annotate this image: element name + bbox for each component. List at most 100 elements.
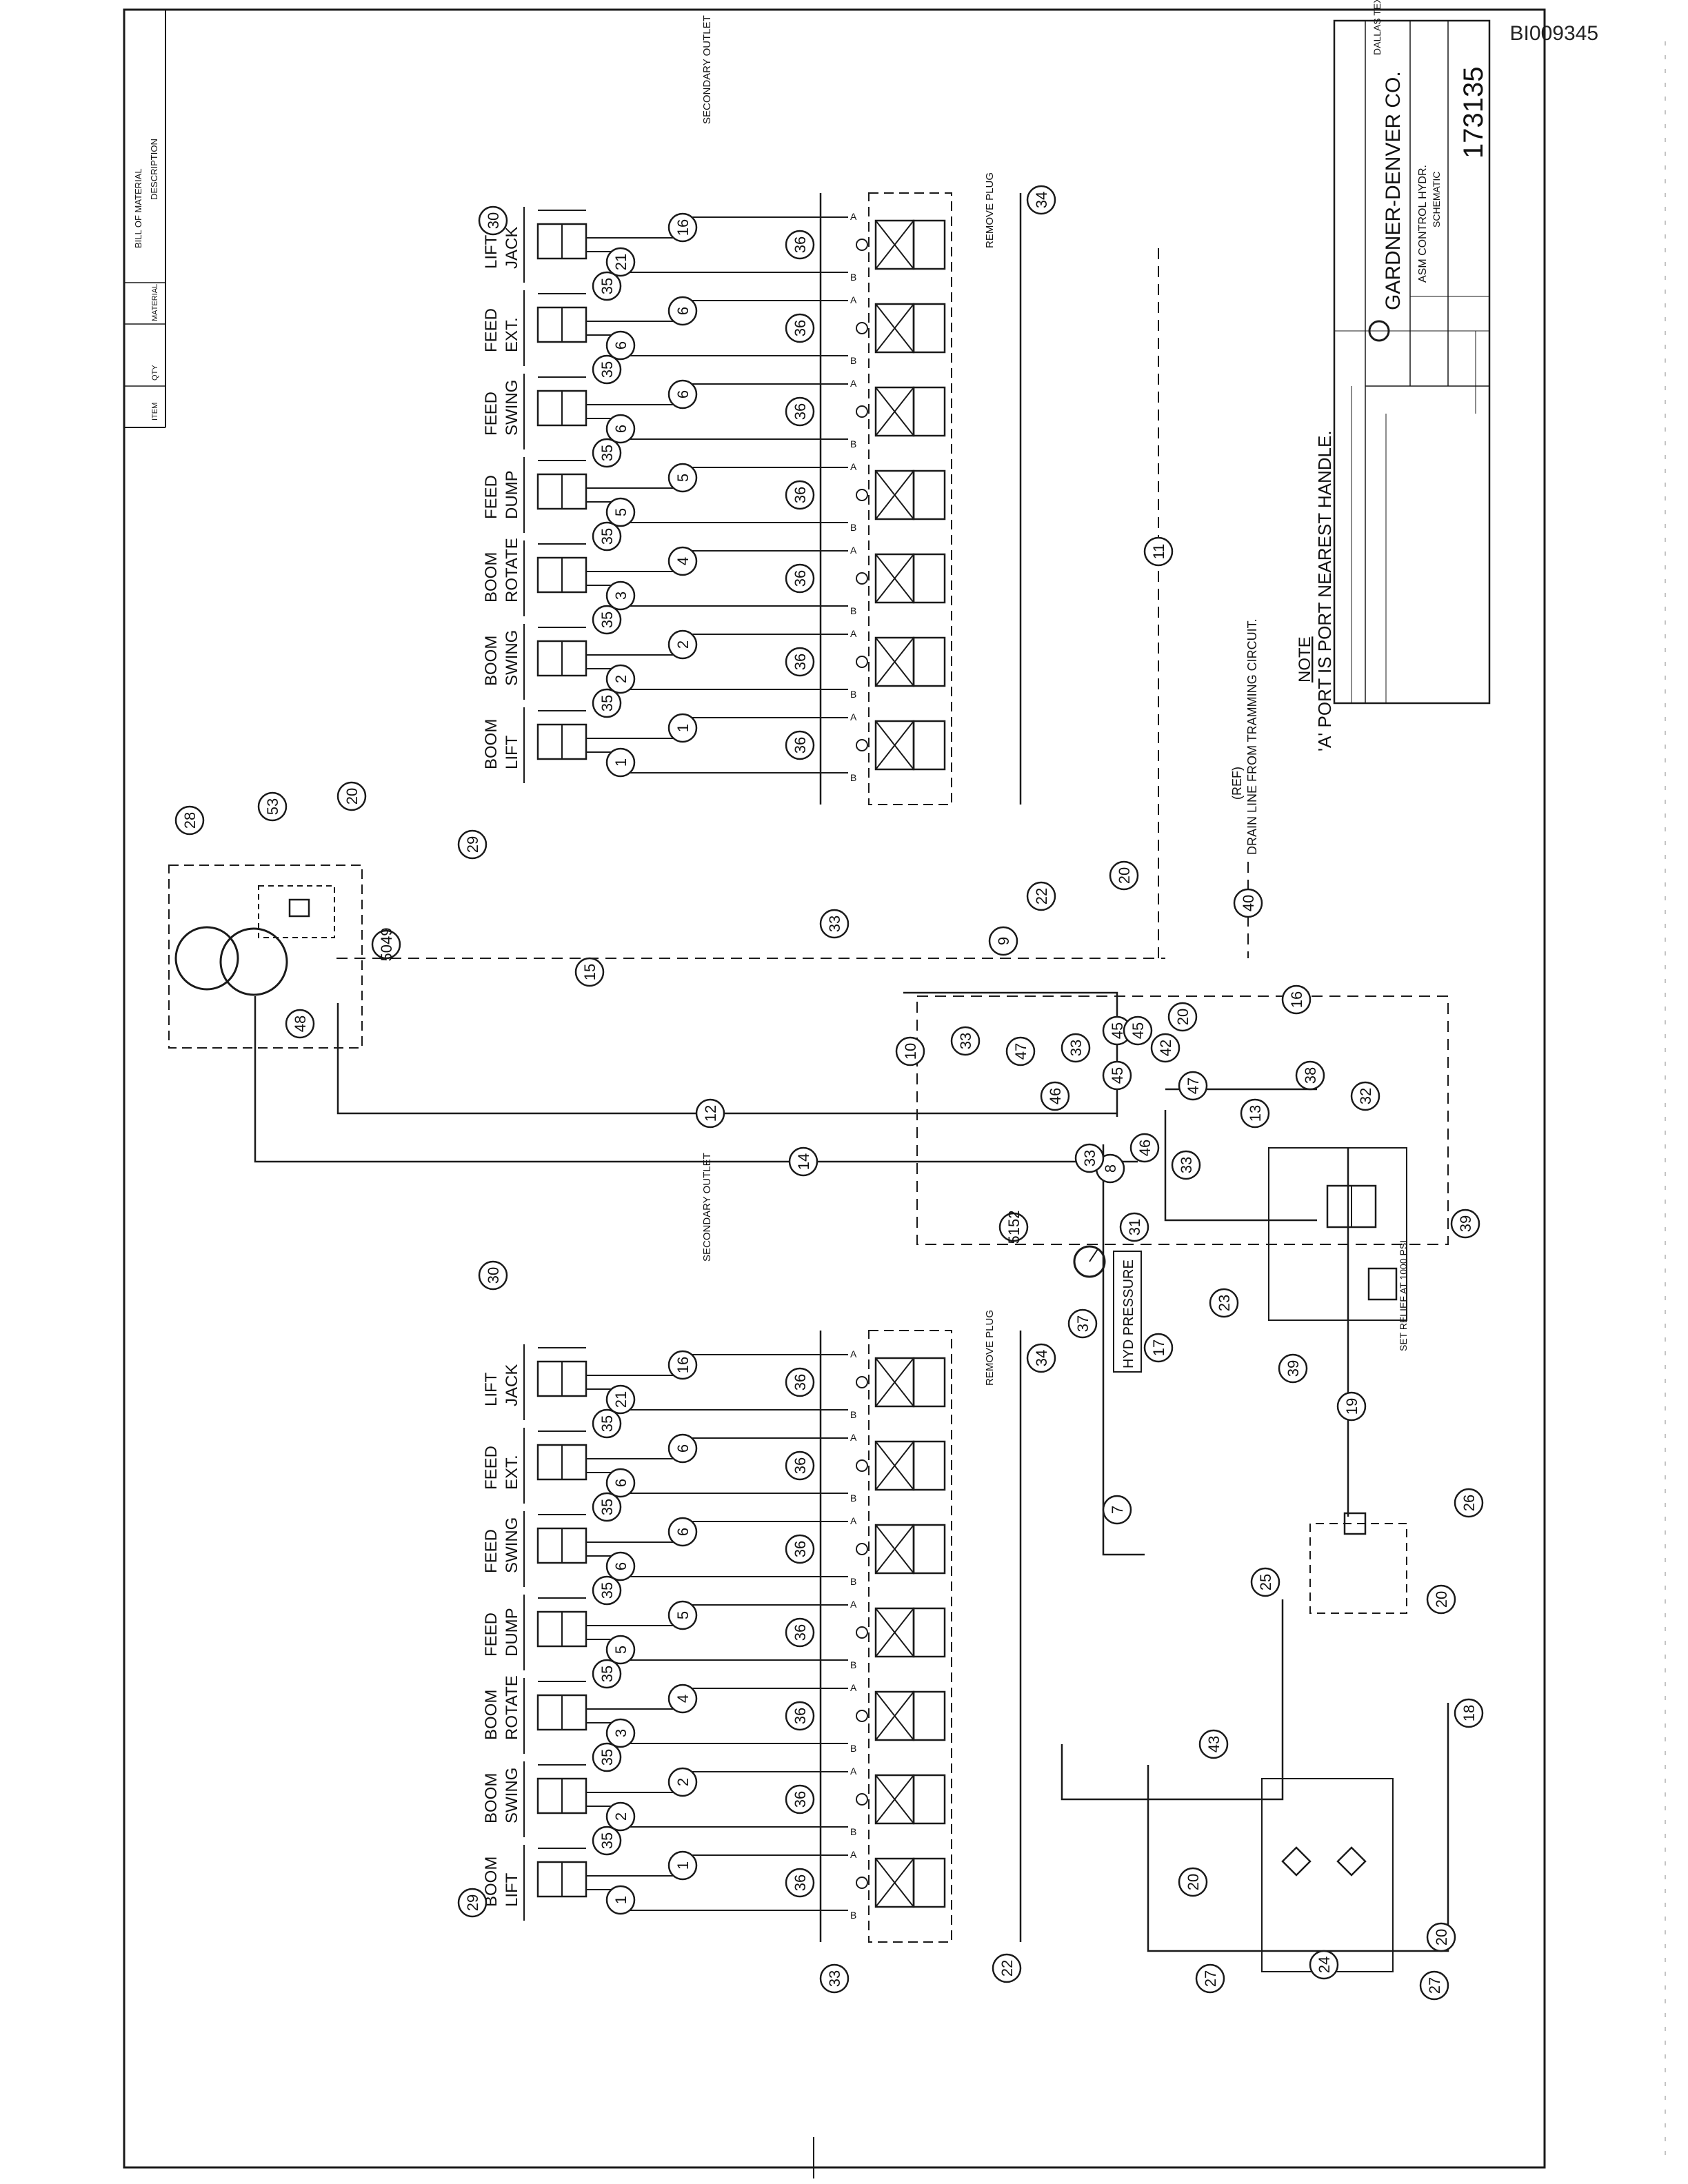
- callout-balloon: 20: [1426, 1922, 1456, 1952]
- balloon-number: 18: [1460, 1705, 1478, 1721]
- callout-balloon: 33: [1074, 1143, 1105, 1173]
- bom-description: DESCRIPTION: [149, 139, 159, 200]
- function-label-line-2: SWING: [503, 630, 521, 686]
- hose-number-balloon: 6: [667, 379, 698, 410]
- valve-section: AB: [850, 1599, 946, 1670]
- balloon-number: 11: [1150, 544, 1167, 560]
- balloon-number: 4: [674, 1695, 692, 1703]
- valve-section: AB: [850, 1515, 946, 1587]
- balloon-number: 36: [792, 1374, 809, 1391]
- balloon-number: 22: [998, 1960, 1016, 1976]
- balloon-number: 38: [1302, 1067, 1319, 1084]
- drain-line-label: DRAIN LINE FROM TRAMMING CIRCUIT.: [1245, 618, 1259, 855]
- hose-number-balloon: 2: [605, 664, 636, 694]
- balloon-number: 12: [702, 1105, 719, 1122]
- hyd-pressure-label: HYD PRESSURE: [1121, 1260, 1136, 1368]
- valve-section: AB: [850, 1432, 946, 1504]
- function-label-line-1: BOOM: [482, 1773, 501, 1823]
- valve-section: AB: [850, 711, 946, 783]
- callout-balloon: 24: [1309, 1950, 1339, 1980]
- callout-balloon: 19: [1336, 1391, 1367, 1422]
- function-label-line-1: LIFT: [482, 234, 501, 269]
- callout-balloon: 26: [1454, 1488, 1484, 1518]
- function-label-line-2: EXT.: [503, 1455, 521, 1490]
- title-block: GARDNER-DENVER CO. DALLAS TEXAS ASM CONT…: [1333, 0, 1491, 705]
- balloon-number: 45: [1129, 1022, 1147, 1039]
- balloon-number: 1: [612, 758, 630, 767]
- balloon-number: 35: [599, 361, 616, 378]
- balloon-number: 23: [1216, 1295, 1233, 1311]
- balloon-number: 4: [674, 557, 692, 565]
- balloon-number: 33: [826, 1970, 843, 1987]
- hydraulic-cylinder: [536, 627, 587, 677]
- function-label-line-1: BOOM: [482, 552, 501, 603]
- port-a-label: A: [850, 1849, 857, 1860]
- hydraulic-cylinder: [536, 210, 587, 260]
- hose-number-balloon: 3: [605, 1718, 636, 1748]
- function-label-line-1: BOOM: [482, 719, 501, 769]
- balloon-number: 36: [792, 570, 809, 587]
- port-a-label: A: [850, 1432, 857, 1443]
- balloon-number: 39: [1285, 1360, 1302, 1377]
- balloon-number: 36: [792, 403, 809, 420]
- balloon-number: 36: [792, 236, 809, 253]
- hose-number-balloon: 1: [667, 1850, 698, 1881]
- hydraulic-cylinder: [536, 1848, 587, 1898]
- balloon-number: 28: [181, 812, 199, 829]
- port-b-label: B: [850, 772, 856, 783]
- relief-valve-assembly: SET RELIEF AT 1000 PSI: [1268, 1147, 1409, 1517]
- balloon-number: 46: [1047, 1088, 1064, 1104]
- fitting-balloon: 36: [785, 1617, 815, 1648]
- function-label-line-1: FEED: [482, 1612, 501, 1657]
- piping: [254, 991, 1449, 1952]
- drawing-title-1: ASM CONTROL HYDR.: [1417, 165, 1429, 283]
- balloon-number: 45: [1109, 1067, 1126, 1084]
- balloon-number: 36: [792, 1624, 809, 1641]
- balloon-number: 6: [612, 1562, 630, 1570]
- bom-item: ITEM: [151, 403, 159, 421]
- callout-balloon: 33: [819, 1963, 850, 1994]
- port-a-label: A: [850, 378, 857, 389]
- balloon-number: 6: [674, 307, 692, 315]
- valve-section: AB: [850, 628, 946, 700]
- callout-balloon: 18: [1454, 1698, 1484, 1728]
- company-logo: [1368, 320, 1390, 342]
- hose-number-balloon: 4: [667, 546, 698, 576]
- balloon-number: 5152: [1005, 1211, 1023, 1244]
- balloon-number: 6: [674, 1444, 692, 1453]
- callout-balloon: 17: [1143, 1333, 1174, 1363]
- hose-number-balloon: 16: [667, 1350, 698, 1380]
- valve-section: AB: [850, 1348, 946, 1420]
- balloon-number: 21: [612, 254, 630, 270]
- fitting-balloon: 35: [592, 688, 622, 718]
- callout-balloon: 11: [1143, 536, 1174, 567]
- balloon-number: 27: [1426, 1977, 1443, 1994]
- balloon-number: 2: [674, 640, 692, 649]
- callout-balloon: 20: [1167, 1002, 1198, 1032]
- callout-balloon: 29: [457, 829, 488, 860]
- function-label-line-2: LIFT: [503, 735, 521, 769]
- reservoir-tank: [1261, 1512, 1407, 1972]
- function-label-line-2: ROTATE: [503, 538, 521, 603]
- function-label-line-1: FEED: [482, 1529, 501, 1573]
- balloon-number: 9: [995, 937, 1012, 945]
- callout-balloon: 23: [1209, 1288, 1239, 1318]
- balloon-number: 35: [599, 1666, 616, 1682]
- function-label-line-2: SWING: [503, 380, 521, 436]
- balloon-number: 2: [674, 1778, 692, 1786]
- balloon-number: 3: [612, 1729, 630, 1737]
- company-name: GARDNER-DENVER CO.: [1382, 71, 1405, 310]
- motor-symbol: [174, 926, 239, 991]
- function-label-line-1: FEED: [482, 1446, 501, 1490]
- balloon-number: 37: [1074, 1315, 1092, 1332]
- balloon-number: 35: [599, 445, 616, 461]
- valve-bank-outline: [868, 1330, 952, 1943]
- hydraulic-cylinder: [536, 710, 587, 760]
- balloon-number: 35: [599, 1749, 616, 1766]
